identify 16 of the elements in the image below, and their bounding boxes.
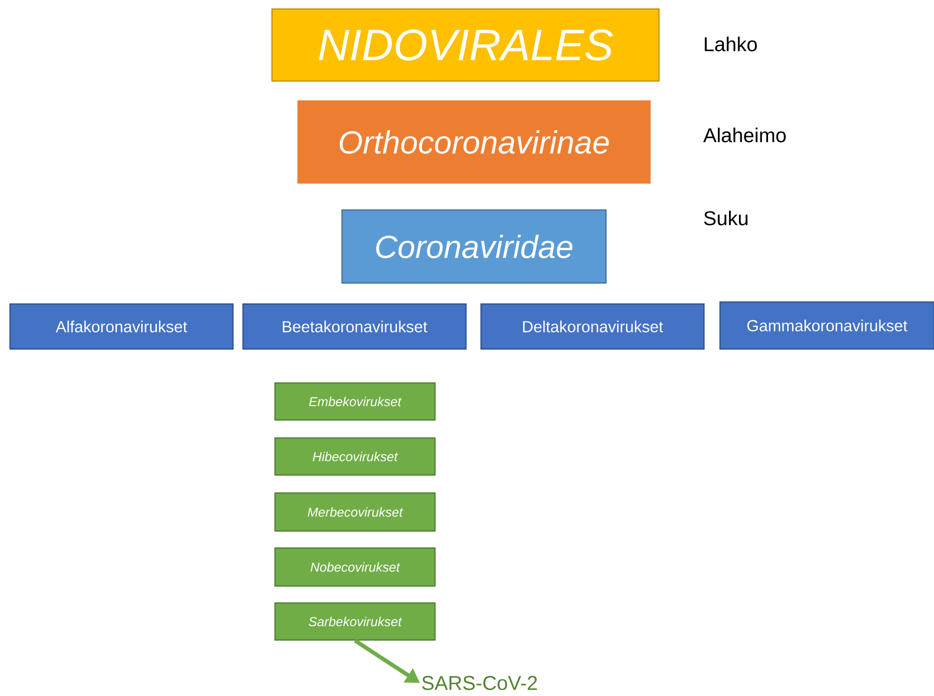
subgenus-box: Merbecovirukset [274,492,436,532]
subgenus-box: Hibecovirukset [274,437,436,476]
genus-box: Gammakoronavirukset [719,301,934,350]
subgenus-box: Sarbekovirukset [274,602,436,641]
rank-label: Alaheimo [703,128,786,142]
genus-box: Deltakoronavirukset [480,303,705,350]
result-label: SARS-CoV-2 [422,676,537,690]
family-box: Coronaviridae [341,209,607,284]
genus-box: Beetakoronavirukset [242,303,467,350]
order-box: NIDOVIRALES [271,8,660,82]
subgenus-box: Embekovirukset [274,382,436,421]
genus-box: Alfakoronavirukset [9,303,234,350]
subgenus-box: Nobecovirukset [274,547,436,587]
rank-label: Suku [704,210,748,226]
subfamily-box: Orthocoronavirinae [297,100,651,184]
rank-label: Lahko [704,36,757,52]
